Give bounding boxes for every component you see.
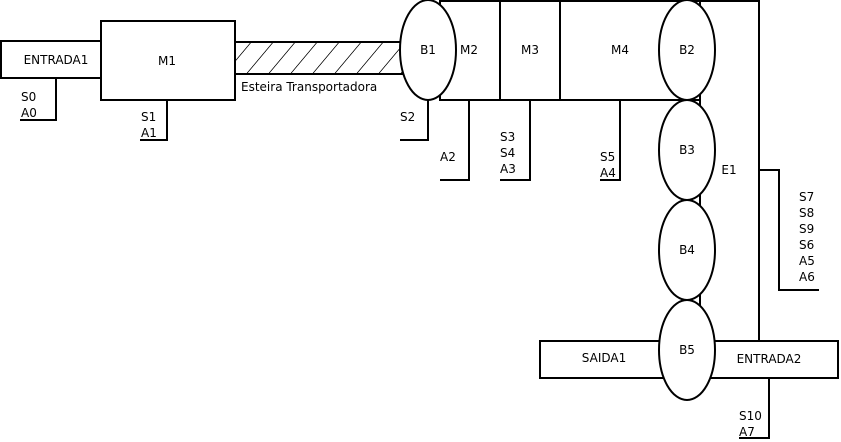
saida1-block — [539, 340, 671, 379]
entrada1-label: ENTRADA1 — [24, 53, 89, 67]
b1-signal-wire — [400, 100, 429, 141]
b1-label: B1 — [420, 43, 436, 57]
signal-s10: S10 — [739, 409, 762, 423]
signal-s4: S4 — [500, 146, 515, 160]
signal-a4: A4 — [600, 166, 616, 180]
signal-a0: A0 — [21, 106, 37, 120]
entrada2-signal-wire — [739, 378, 770, 439]
e1-label: E1 — [721, 163, 736, 177]
conveyor-label: Esteira Transportadora — [241, 80, 377, 94]
entrada1-block — [0, 40, 103, 79]
signal-a6: A6 — [799, 270, 815, 284]
m2-signals: A2 — [440, 150, 456, 164]
signal-a2: A2 — [440, 150, 456, 164]
m4-signal-wire — [600, 100, 621, 181]
m2-label: M2 — [460, 43, 478, 57]
m2-signal-wire — [440, 100, 470, 181]
signal-s8: S8 — [799, 206, 814, 220]
signal-s0: S0 — [21, 90, 36, 104]
m4-label: M4 — [611, 43, 629, 57]
m3-signal-wire — [500, 100, 531, 181]
b1-signals: S2 — [400, 110, 415, 124]
b4-label: B4 — [679, 243, 695, 257]
m1-signal-wire — [140, 100, 168, 141]
m1-block — [100, 20, 236, 101]
entrada1-signal-wire — [20, 78, 57, 121]
signal-s2: S2 — [400, 110, 415, 124]
b5-label: B5 — [679, 343, 695, 357]
signal-a1: A1 — [141, 126, 157, 140]
signal-s6: S6 — [799, 238, 814, 252]
signal-s5: S5 — [600, 150, 615, 164]
saida1-label: SAIDA1 — [582, 351, 626, 365]
signal-s9: S9 — [799, 222, 814, 236]
m1-label: M1 — [158, 54, 176, 68]
m3-label: M3 — [521, 43, 539, 57]
signal-s3: S3 — [500, 130, 515, 144]
b2-label: B2 — [679, 43, 695, 57]
conveyor-belt — [233, 41, 407, 75]
entrada2-label: ENTRADA2 — [737, 352, 802, 366]
signal-a5: A5 — [799, 254, 815, 268]
signal-s1: S1 — [141, 110, 156, 124]
signal-a7: A7 — [739, 425, 755, 439]
signal-a3: A3 — [500, 162, 516, 176]
b5-buffer — [658, 299, 716, 401]
e1-signal-wire — [759, 169, 819, 291]
signal-s7: S7 — [799, 190, 814, 204]
b3-label: B3 — [679, 143, 695, 157]
